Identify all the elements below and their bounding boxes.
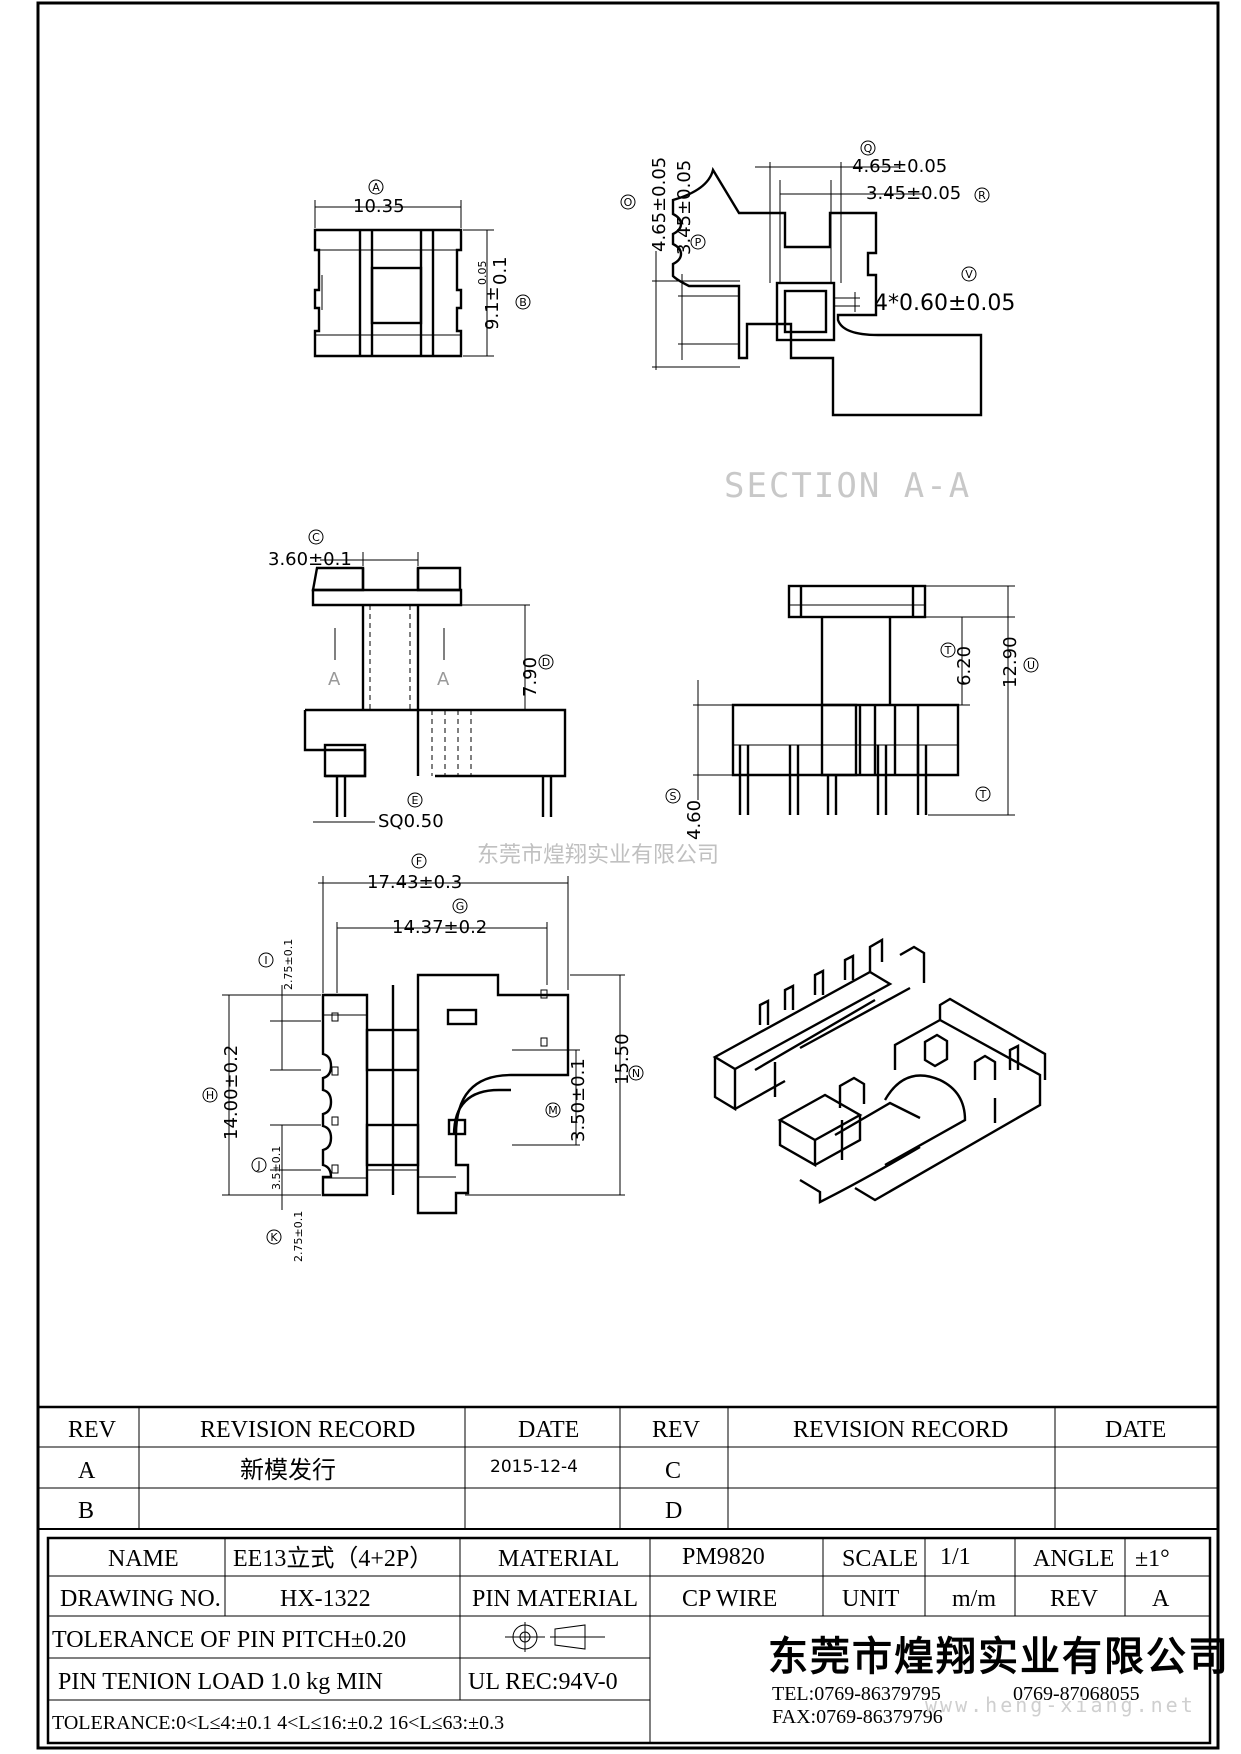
dim-n: 15.50 [612, 1033, 633, 1085]
balloon-k: K [270, 1231, 278, 1244]
balloon-c: C [312, 531, 320, 544]
tolerance-general: TOLERANCE:0<L≤4:±0.1 4<L≤16:±0.2 16<L≤63… [52, 1712, 504, 1734]
dim-p: 3.45±0.05 [674, 160, 695, 255]
material-label: MATERIAL [498, 1546, 619, 1572]
drawing-no-value: HX-1322 [280, 1586, 371, 1612]
dim-u: 12.90 [1000, 636, 1021, 688]
pin-material-value: CP WIRE [682, 1586, 777, 1612]
unit-value: m/m [952, 1586, 996, 1612]
dim-k: 2.75±0.1 [292, 1211, 305, 1262]
name-value: EE13立式（4+2P） [233, 1545, 433, 1572]
dim-m: 3.50±0.1 [568, 1058, 589, 1142]
dim-t: 6.20 [954, 646, 975, 686]
section-view: 4.65±0.05 3.45±0.05 O P Q 4.65±0.05 3.45… [620, 140, 1015, 506]
balloon-f: F [416, 855, 422, 868]
watermark-company: 东莞市煌翔实业有限公司 [477, 843, 719, 868]
balloon-h: H [206, 1089, 214, 1102]
date-header-2: DATE [1105, 1417, 1166, 1443]
rev-value: A [1152, 1586, 1170, 1612]
dim-q: 4.65±0.05 [852, 156, 947, 177]
balloon-t2: T [979, 788, 987, 801]
isometric-view [712, 937, 1047, 1204]
revision-record-header-2: REVISION RECORD [793, 1417, 1008, 1443]
balloon-j: J [256, 1159, 260, 1172]
angle-label: ANGLE [1033, 1546, 1114, 1572]
dim-a: 10.35 [353, 196, 405, 217]
balloon-i: I [264, 954, 267, 967]
balloon-t: T [944, 644, 952, 657]
dim-b-main: 9.1± [482, 286, 503, 330]
company-tel-2: 0769-87068055 [1013, 1683, 1140, 1705]
front-view: A A C 3.60±0.1 7.90 D E SQ0.50 [268, 529, 567, 832]
dim-d: 7.90 [520, 657, 541, 697]
rev-a-date: 2015-12-4 [490, 1457, 578, 1477]
balloon-p: P [695, 236, 702, 249]
dim-v: 4*0.60±0.05 [874, 291, 1015, 316]
title-block: NAME EE13立式（4+2P） MATERIAL PM9820 SCALE … [46, 1536, 1230, 1745]
top-view: A 10.35 9.1± 0.05 0.1 B [313, 179, 531, 358]
rev-header-1: REV [68, 1417, 117, 1443]
dim-c: 3.60±0.1 [268, 549, 352, 570]
balloon-g: G [456, 900, 465, 913]
dim-f: 17.43±0.3 [367, 872, 462, 893]
balloon-e: E [412, 794, 419, 807]
cut-marker-left: A [328, 669, 341, 690]
angle-value: ±1° [1135, 1546, 1170, 1572]
dim-b-upper: 0.05 [476, 261, 489, 286]
cut-marker-right: A [437, 669, 450, 690]
drawing-no-label: DRAWING NO. [60, 1586, 221, 1612]
watermark-url: www.heng-xiang.net [925, 1693, 1196, 1717]
name-label: NAME [108, 1546, 179, 1572]
tolerance-pin-pitch: TOLERANCE OF PIN PITCH±0.20 [52, 1627, 406, 1653]
unit-label: UNIT [842, 1586, 900, 1612]
balloon-v: V [965, 268, 973, 281]
projection-symbol-icon [505, 1622, 605, 1652]
dim-g: 14.37±0.2 [392, 917, 487, 938]
pin-material-label: PIN MATERIAL [472, 1586, 638, 1612]
dim-o: 4.65±0.05 [649, 157, 670, 252]
dim-s: 4.60 [684, 800, 705, 840]
scale-label: SCALE [842, 1546, 918, 1572]
dim-i: 2.75±0.1 [282, 939, 295, 990]
dim-j: 3.5±0.1 [270, 1146, 283, 1190]
revision-table: REV REVISION RECORD DATE REV REVISION RE… [37, 1406, 1219, 1530]
rev-c: C [665, 1458, 681, 1484]
sheet-border [36, 1, 1220, 1750]
revision-record-header-1: REVISION RECORD [200, 1417, 415, 1443]
ul-rec: UL REC:94V-0 [468, 1669, 618, 1695]
balloon-b: B [519, 296, 527, 309]
balloon-m: M [548, 1104, 558, 1117]
dim-r: 3.45±0.05 [866, 183, 961, 204]
dim-e: SQ0.50 [378, 811, 444, 832]
section-label: SECTION A-A [724, 466, 971, 506]
balloon-a: A [372, 181, 380, 194]
rev-d: D [665, 1498, 682, 1524]
rev-a-record: 新模发行 [240, 1457, 336, 1484]
balloon-o: O [624, 196, 633, 209]
rev-header-2: REV [652, 1417, 701, 1443]
date-header-1: DATE [518, 1417, 579, 1443]
rev-label: REV [1050, 1586, 1099, 1612]
balloon-q: Q [864, 142, 873, 155]
dim-b-lower: 0.1 [490, 256, 511, 285]
material-value: PM9820 [682, 1544, 765, 1570]
balloon-s: S [670, 790, 677, 803]
dim-h: 14.00±0.2 [221, 1045, 242, 1140]
rev-a: A [78, 1458, 96, 1484]
bottom-view: F 17.43±0.3 G 14.37±0.2 14.00±0.2 H 2.75… [202, 853, 644, 1262]
side-view: 6.20 T 12.90 U T S 4.60 [665, 584, 1039, 840]
balloon-r: R [978, 189, 986, 202]
scale-value: 1/1 [940, 1544, 971, 1570]
company-tel: TEL:0769-86379795 [772, 1683, 941, 1705]
rev-b: B [78, 1498, 94, 1524]
company-fax: FAX:0769-86379796 [772, 1706, 943, 1728]
balloon-d: D [542, 656, 550, 669]
company-name: 东莞市煌翔实业有限公司 [768, 1634, 1230, 1679]
balloon-u: U [1027, 659, 1035, 672]
balloon-n: N [632, 1067, 640, 1080]
pin-tension-load: PIN TENION LOAD 1.0 kg MIN [58, 1669, 383, 1695]
